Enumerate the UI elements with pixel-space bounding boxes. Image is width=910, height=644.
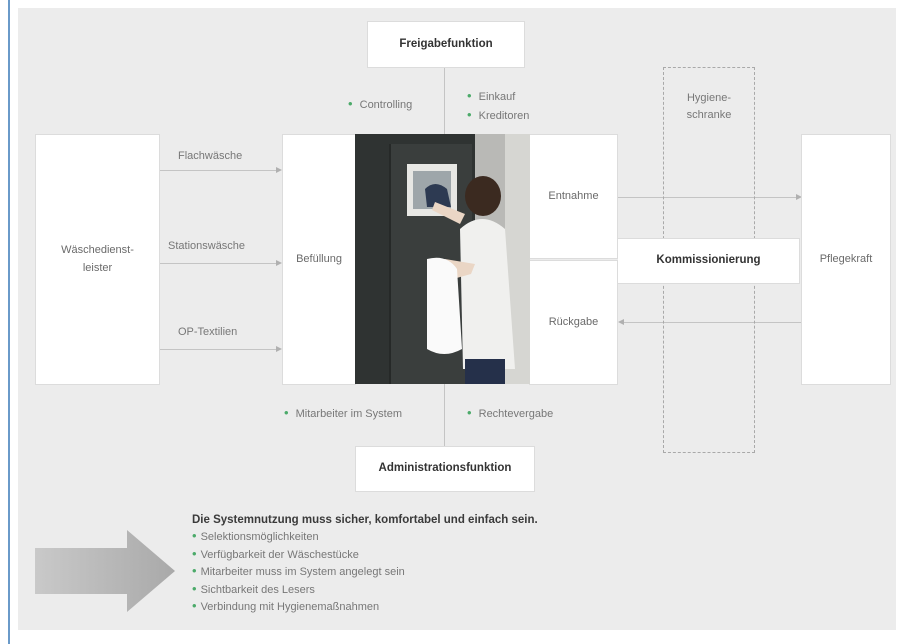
connector-rueckgabe — [624, 322, 802, 323]
arrow-right-icon — [276, 346, 282, 352]
connector-flachwaesche — [160, 170, 278, 171]
notes-heading: Die Systemnutzung muss sicher, komfortab… — [192, 514, 538, 526]
stationswaesche-label: Stationswäsche — [168, 240, 246, 252]
notes-list: Selektionsmöglichkeiten Verfügbarkeit de… — [192, 528, 538, 616]
requirements-notes: Die Systemnutzung muss sicher, komfortab… — [192, 514, 538, 616]
arrow-left-icon — [618, 319, 624, 325]
rueckgabe-label: Rückgabe — [548, 315, 599, 328]
rechtevergabe-bullet: Rechtevergabe — [467, 405, 554, 420]
controlling-label: Controlling — [359, 99, 413, 111]
pflegekraft-label: Pflegekraft — [819, 252, 873, 265]
arrow-right-icon — [276, 167, 282, 173]
einkauf-label: Einkauf — [478, 91, 516, 103]
frame-border — [8, 0, 910, 644]
einkauf-bullet: Einkauf — [467, 88, 516, 103]
freigabefunktion-box: Freigabefunktion — [367, 21, 525, 68]
befuellung-label: Befüllung — [296, 252, 342, 265]
big-arrow-icon — [35, 530, 175, 612]
kreditoren-label: Kreditoren — [478, 110, 530, 122]
notes-item: Sichtbarkeit des Lesers — [192, 581, 538, 599]
rechtevergabe-label: Rechtevergabe — [478, 408, 554, 420]
pflegekraft-box: Pflegekraft — [801, 134, 891, 385]
administrationsfunktion-box: Administrationsfunktion — [355, 446, 535, 492]
person-at-cabinet-image — [355, 134, 530, 384]
entnahme-label: Entnahme — [548, 189, 599, 202]
connector-entnahme — [618, 197, 798, 198]
hygieneschranke-label: Hygiene- schranke — [686, 92, 732, 121]
notes-item: Selektionsmöglichkeiten — [192, 528, 538, 546]
freigabefunktion-label: Freigabefunktion — [399, 37, 493, 50]
administrationsfunktion-label: Administrationsfunktion — [378, 462, 512, 475]
kommissionierung-box: Kommissionierung — [618, 238, 800, 284]
befuellung-box: Befüllung — [282, 134, 356, 385]
connector-stationswaesche — [160, 263, 278, 264]
flachwaesche-label: Flachwäsche — [178, 150, 243, 162]
kommissionierung-label: Kommissionierung — [656, 254, 761, 267]
notes-item: Mitarbeiter muss im System angelegt sein — [192, 563, 538, 581]
notes-item: Verfügbarkeit der Wäschestücke — [192, 546, 538, 564]
controlling-bullet: Controlling — [348, 96, 413, 111]
entnahme-box: Entnahme — [529, 134, 618, 259]
arrow-right-icon — [796, 194, 802, 200]
waeschedienstleister-label: Wäschedienst- leister — [61, 244, 134, 274]
mitarbeiter-bullet: Mitarbeiter im System — [284, 405, 402, 420]
connector-freigabe — [444, 68, 445, 136]
cabinet-photo — [355, 134, 530, 384]
rueckgabe-box: Rückgabe — [529, 260, 618, 385]
notes-item: Verbindung mit Hygienemaßnahmen — [192, 598, 538, 616]
mitarbeiter-im-system-label: Mitarbeiter im System — [295, 408, 402, 420]
arrow-right-icon — [276, 260, 282, 266]
kreditoren-bullet: Kreditoren — [467, 107, 530, 122]
connector-op-textilien — [160, 349, 278, 350]
waeschedienstleister-box: Wäschedienst- leister — [35, 134, 160, 385]
connector-administration — [444, 384, 445, 446]
op-textilien-label: OP-Textilien — [178, 326, 238, 338]
